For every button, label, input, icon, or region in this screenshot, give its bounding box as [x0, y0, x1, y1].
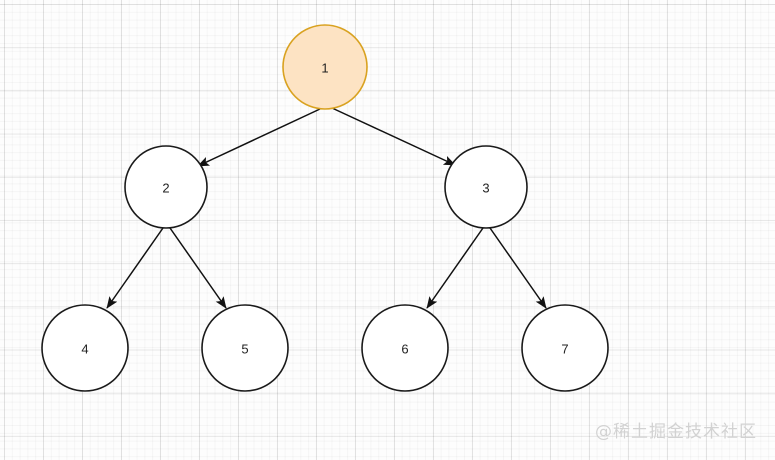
nodes-layer: 1 2 3 4 5 6 7: [41, 24, 609, 392]
node-label-6: 6: [401, 342, 408, 357]
node-circle-6[interactable]: [361, 304, 449, 392]
tree-node-7[interactable]: 7: [521, 304, 609, 392]
tree-edge-n1-n2: [197, 108, 321, 167]
tree-node-3[interactable]: 3: [444, 145, 528, 229]
node-circle-4[interactable]: [41, 304, 129, 392]
node-label-4: 4: [81, 342, 88, 357]
tree-node-6[interactable]: 6: [361, 304, 449, 392]
tree-edge-n3-n6: [426, 227, 484, 309]
node-circle-1[interactable]: [282, 24, 368, 110]
tree-edge-n1-n3: [331, 107, 456, 166]
node-label-5: 5: [241, 342, 248, 357]
node-circle-3[interactable]: [444, 145, 528, 229]
watermark-label: @稀土掘金技术社区: [595, 422, 757, 442]
node-circle-2[interactable]: [124, 145, 208, 229]
tree-edge-n2-n5: [169, 227, 227, 309]
edges-layer: [106, 107, 547, 309]
node-label-1: 1: [321, 61, 328, 76]
tree-edge-n2-n4: [106, 227, 164, 309]
tree-node-1[interactable]: 1: [282, 24, 368, 110]
node-circle-7[interactable]: [521, 304, 609, 392]
node-label-7: 7: [561, 342, 568, 357]
tree-node-5[interactable]: 5: [201, 304, 289, 392]
tree-node-4[interactable]: 4: [41, 304, 129, 392]
node-circle-5[interactable]: [201, 304, 289, 392]
node-label-2: 2: [162, 181, 169, 196]
tree-node-2[interactable]: 2: [124, 145, 208, 229]
tree-edge-n3-n7: [489, 227, 547, 309]
node-label-3: 3: [482, 181, 489, 196]
